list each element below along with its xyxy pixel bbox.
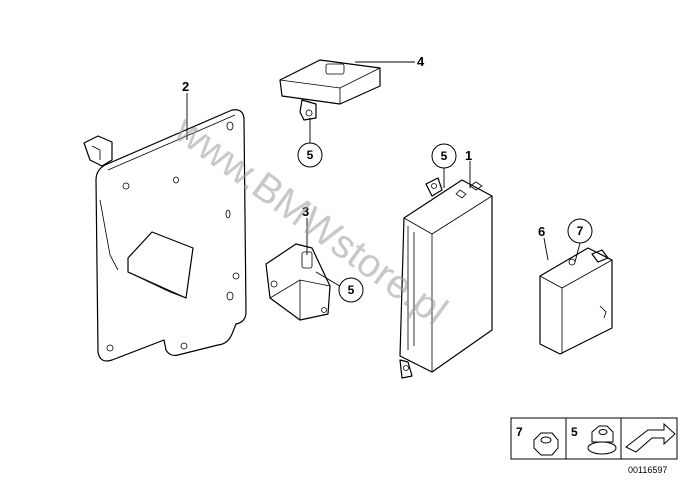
callout-circle-under-4 [297, 142, 323, 168]
bracket-part-3 [265, 243, 331, 321]
callout-above-6: 7 [577, 224, 584, 238]
legend-nut-label: 7 [516, 425, 523, 439]
document-id: 00116597 [628, 465, 667, 475]
watermark: www.BMWstore.pl [166, 107, 455, 334]
fastener-legend: 7 5 [510, 417, 678, 460]
leader-callout-right-3 [315, 271, 344, 289]
callout-circle-above-6 [567, 218, 593, 244]
callout-circle-right-3 [338, 277, 364, 303]
label-part-3: 3 [302, 204, 309, 219]
arrow-icon [625, 422, 676, 453]
leader-part-6 [543, 237, 549, 261]
leader-callout-above-6 [574, 242, 581, 263]
callout-right-3: 5 [348, 283, 355, 297]
hex-nut-icon [533, 432, 559, 456]
label-part-2: 2 [182, 79, 189, 94]
callout-circle-above-1 [431, 143, 457, 169]
label-part-4: 4 [417, 54, 425, 69]
bracket-part-2 [83, 109, 247, 362]
control-unit-part-1 [399, 177, 493, 379]
label-part-6: 6 [538, 224, 545, 239]
callout-above-1: 5 [441, 149, 448, 163]
module-part-4 [279, 59, 381, 121]
callout-under-4: 5 [307, 148, 314, 162]
legend-screw-label: 5 [571, 425, 578, 439]
flange-nut-icon [587, 425, 617, 455]
label-part-1: 1 [465, 148, 472, 163]
receiver-module-part-6 [539, 247, 613, 355]
